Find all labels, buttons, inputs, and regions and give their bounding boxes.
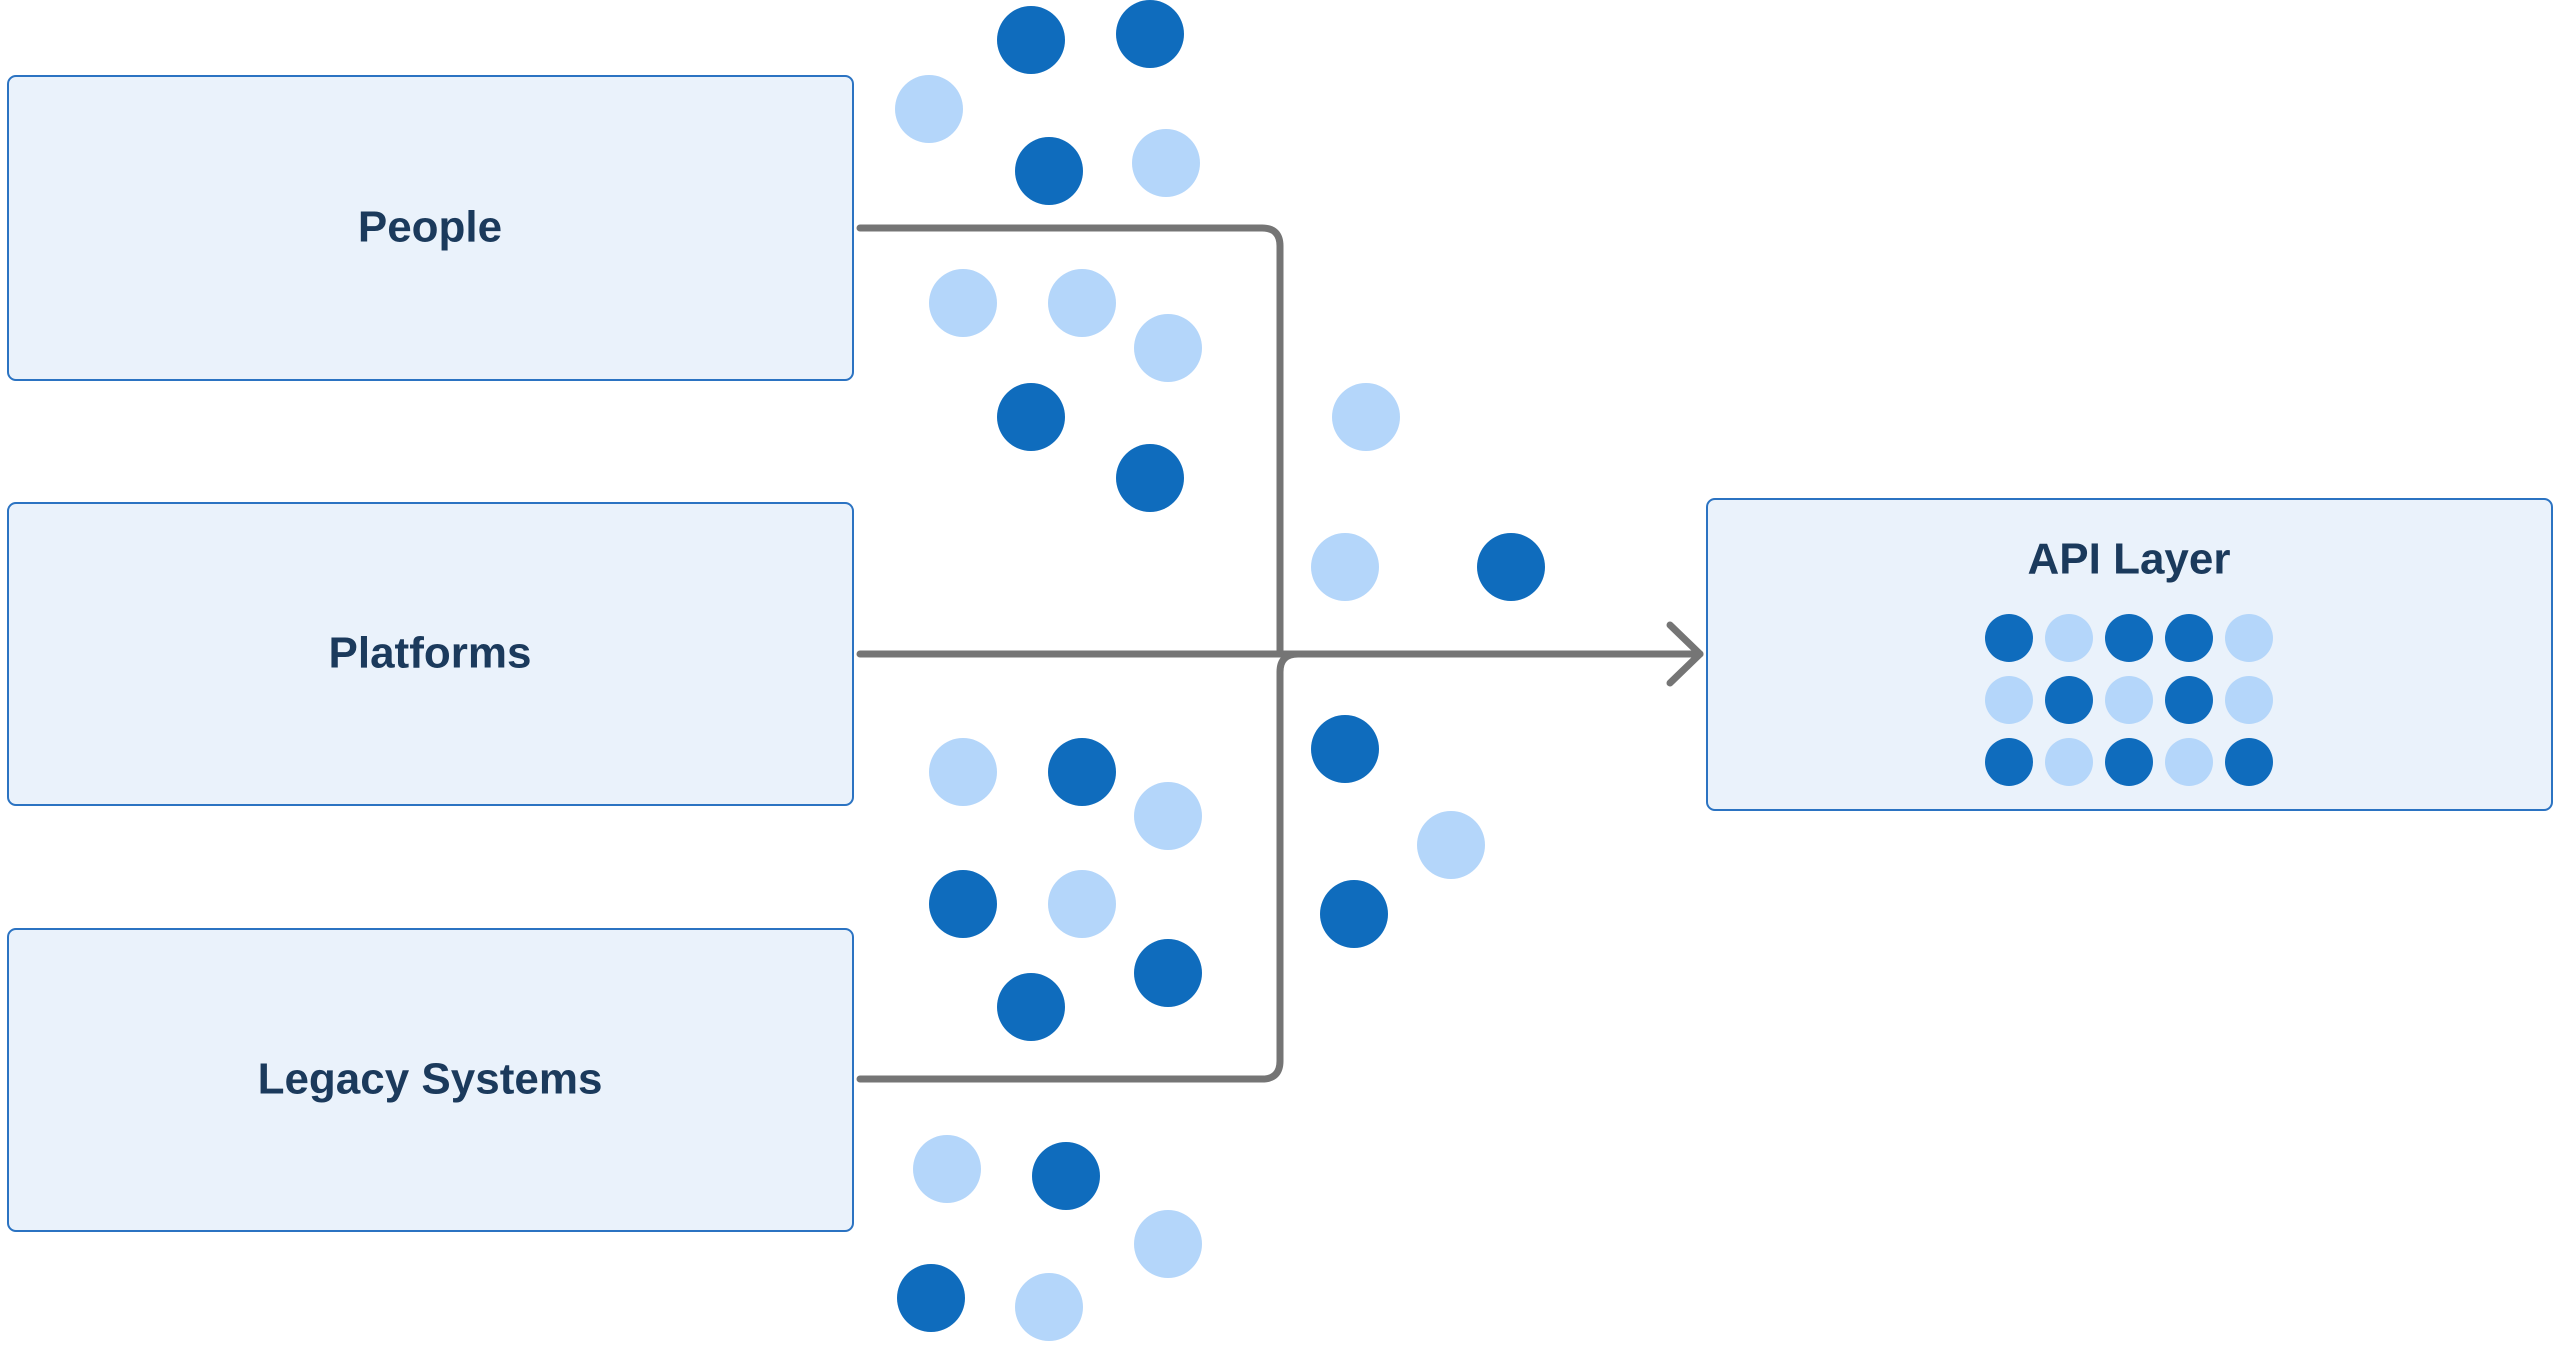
connector-people: [856, 224, 1284, 658]
grid-dot: [2165, 614, 2213, 662]
source-box-people: People: [7, 75, 854, 381]
data-dot: [1134, 782, 1202, 850]
grid-dot: [2225, 676, 2273, 724]
data-dot: [1048, 870, 1116, 938]
arrow-right-icon: [1666, 621, 1704, 687]
source-label-legacy-systems: Legacy Systems: [258, 1055, 603, 1104]
data-dot: [1015, 1273, 1083, 1341]
grid-dot: [2225, 614, 2273, 662]
data-dot: [1134, 314, 1202, 382]
data-dot: [1015, 137, 1083, 205]
scattered-data-dots: [895, 0, 1545, 1341]
data-dot: [1116, 444, 1184, 512]
grid-dot: [1985, 676, 2033, 724]
grid-dot: [2165, 676, 2213, 724]
data-dot: [929, 870, 997, 938]
data-dot: [929, 269, 997, 337]
data-dot: [1332, 383, 1400, 451]
data-dot: [1417, 811, 1485, 879]
target-label-api-layer: API Layer: [2028, 535, 2231, 584]
grid-dot: [2225, 738, 2273, 786]
data-dot: [1477, 533, 1545, 601]
grid-dot: [1985, 738, 2033, 786]
grid-dot: [2045, 676, 2093, 724]
data-dot: [1134, 939, 1202, 1007]
data-dot: [1132, 129, 1200, 197]
grid-dot: [2045, 738, 2093, 786]
source-box-platforms: Platforms: [7, 502, 854, 806]
data-dot: [913, 1135, 981, 1203]
data-dot: [1032, 1142, 1100, 1210]
connector-lines: [856, 224, 1704, 1083]
data-dot: [1134, 1210, 1202, 1278]
target-box-api-layer: API Layer: [1706, 498, 2553, 811]
data-dot: [897, 1264, 965, 1332]
data-dot: [1311, 533, 1379, 601]
data-dot: [997, 6, 1065, 74]
source-label-platforms: Platforms: [329, 629, 532, 678]
data-dot: [997, 383, 1065, 451]
data-dot: [929, 738, 997, 806]
dot-grid-icon: [1985, 614, 2273, 786]
data-dot: [895, 75, 963, 143]
grid-dot: [2105, 614, 2153, 662]
data-dot: [1048, 269, 1116, 337]
data-dot: [1116, 0, 1184, 68]
data-dot: [1320, 880, 1388, 948]
grid-dot: [2045, 614, 2093, 662]
grid-dot: [2105, 738, 2153, 786]
source-box-legacy-systems: Legacy Systems: [7, 928, 854, 1232]
source-label-people: People: [358, 203, 502, 252]
grid-dot: [1985, 614, 2033, 662]
connector-legacy-systems: [856, 650, 1302, 1083]
data-dot: [997, 973, 1065, 1041]
data-dot: [1311, 715, 1379, 783]
grid-dot: [2105, 676, 2153, 724]
data-dot: [1048, 738, 1116, 806]
grid-dot: [2165, 738, 2213, 786]
